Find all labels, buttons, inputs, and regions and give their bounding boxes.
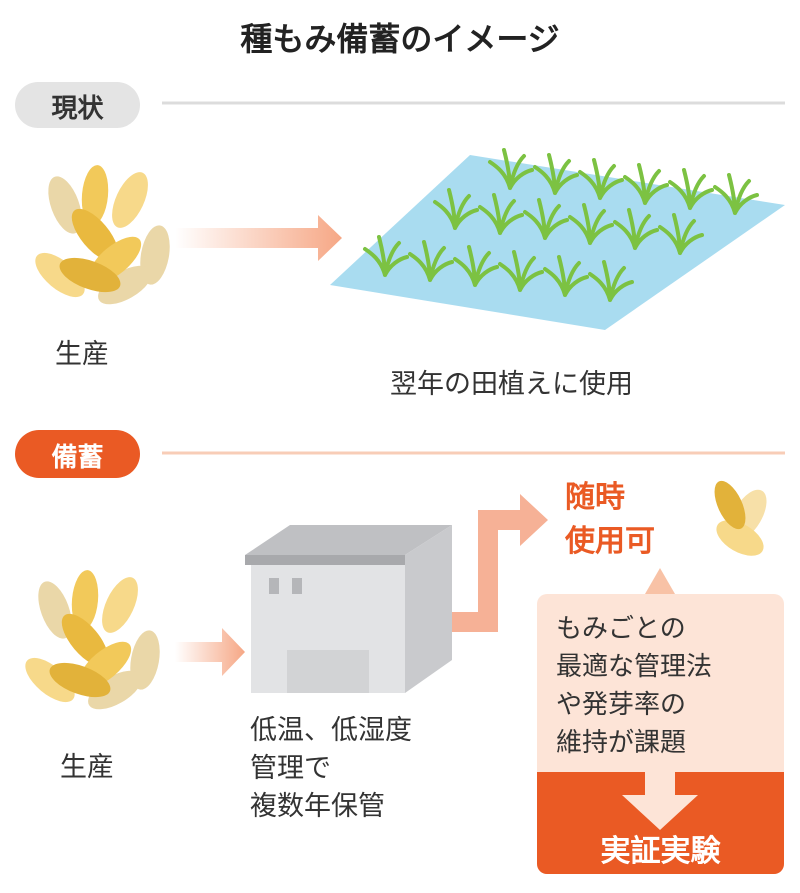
seeds-icon (28, 163, 174, 313)
issue-line: 維持が課題 (556, 728, 687, 758)
pipe-arrow-icon (452, 494, 548, 632)
storage-line: 管理で (250, 753, 331, 784)
current-pill (15, 82, 140, 128)
storage-description: 低温、低湿度 管理で 複数年保管 (250, 712, 412, 826)
seeds-small-icon (714, 480, 767, 556)
seeds-icon (18, 568, 164, 718)
current-seed-label: 生産 (55, 339, 109, 370)
issue-text: もみごとの 最適な管理法 や発芽率の 維持が課題 (556, 610, 712, 762)
result-line: 使用可 (565, 524, 655, 559)
field-label: 翌年の田植えに使用 (390, 369, 633, 400)
stockpile-label: 備蓄 (51, 443, 104, 473)
arrow-right-icon (175, 215, 342, 261)
arrow-up-icon (645, 568, 675, 594)
warehouse-icon (245, 525, 452, 693)
usable-anytime: 随時 使用可 (565, 476, 655, 564)
current-label: 現状 (51, 94, 104, 124)
arrow-down-icon (622, 772, 698, 830)
stockpile-seed-label: 生産 (60, 752, 114, 783)
storage-line: 複数年保管 (250, 791, 385, 822)
page-title: 種もみ備蓄のイメージ (240, 20, 560, 58)
result-line: 随時 (565, 480, 625, 515)
issue-line: もみごとの (556, 614, 686, 644)
issue-line: 最適な管理法 (556, 652, 713, 682)
issue-line: や発芽率の (556, 690, 687, 720)
stockpile-pill (15, 430, 140, 478)
rice-field (330, 155, 785, 330)
arrow-right-icon (175, 628, 245, 676)
experiment-label: 実証実験 (600, 834, 721, 869)
storage-line: 低温、低湿度 (250, 715, 412, 746)
